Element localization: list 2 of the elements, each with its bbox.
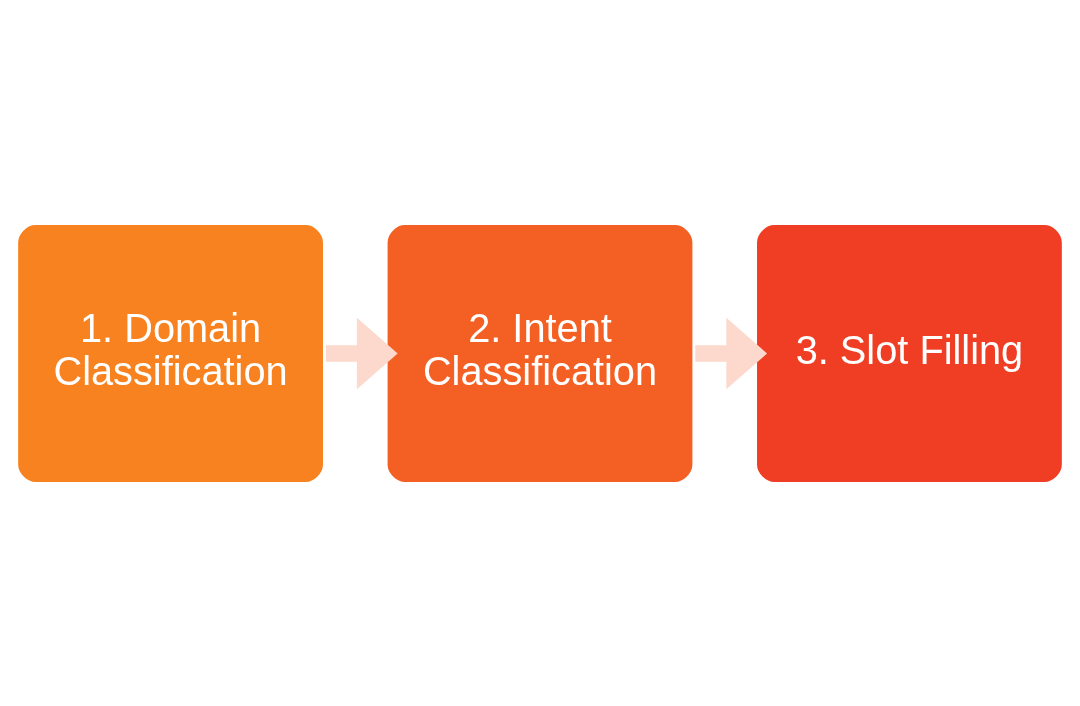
arrow bbox=[695, 317, 768, 389]
arrow bbox=[325, 317, 398, 389]
